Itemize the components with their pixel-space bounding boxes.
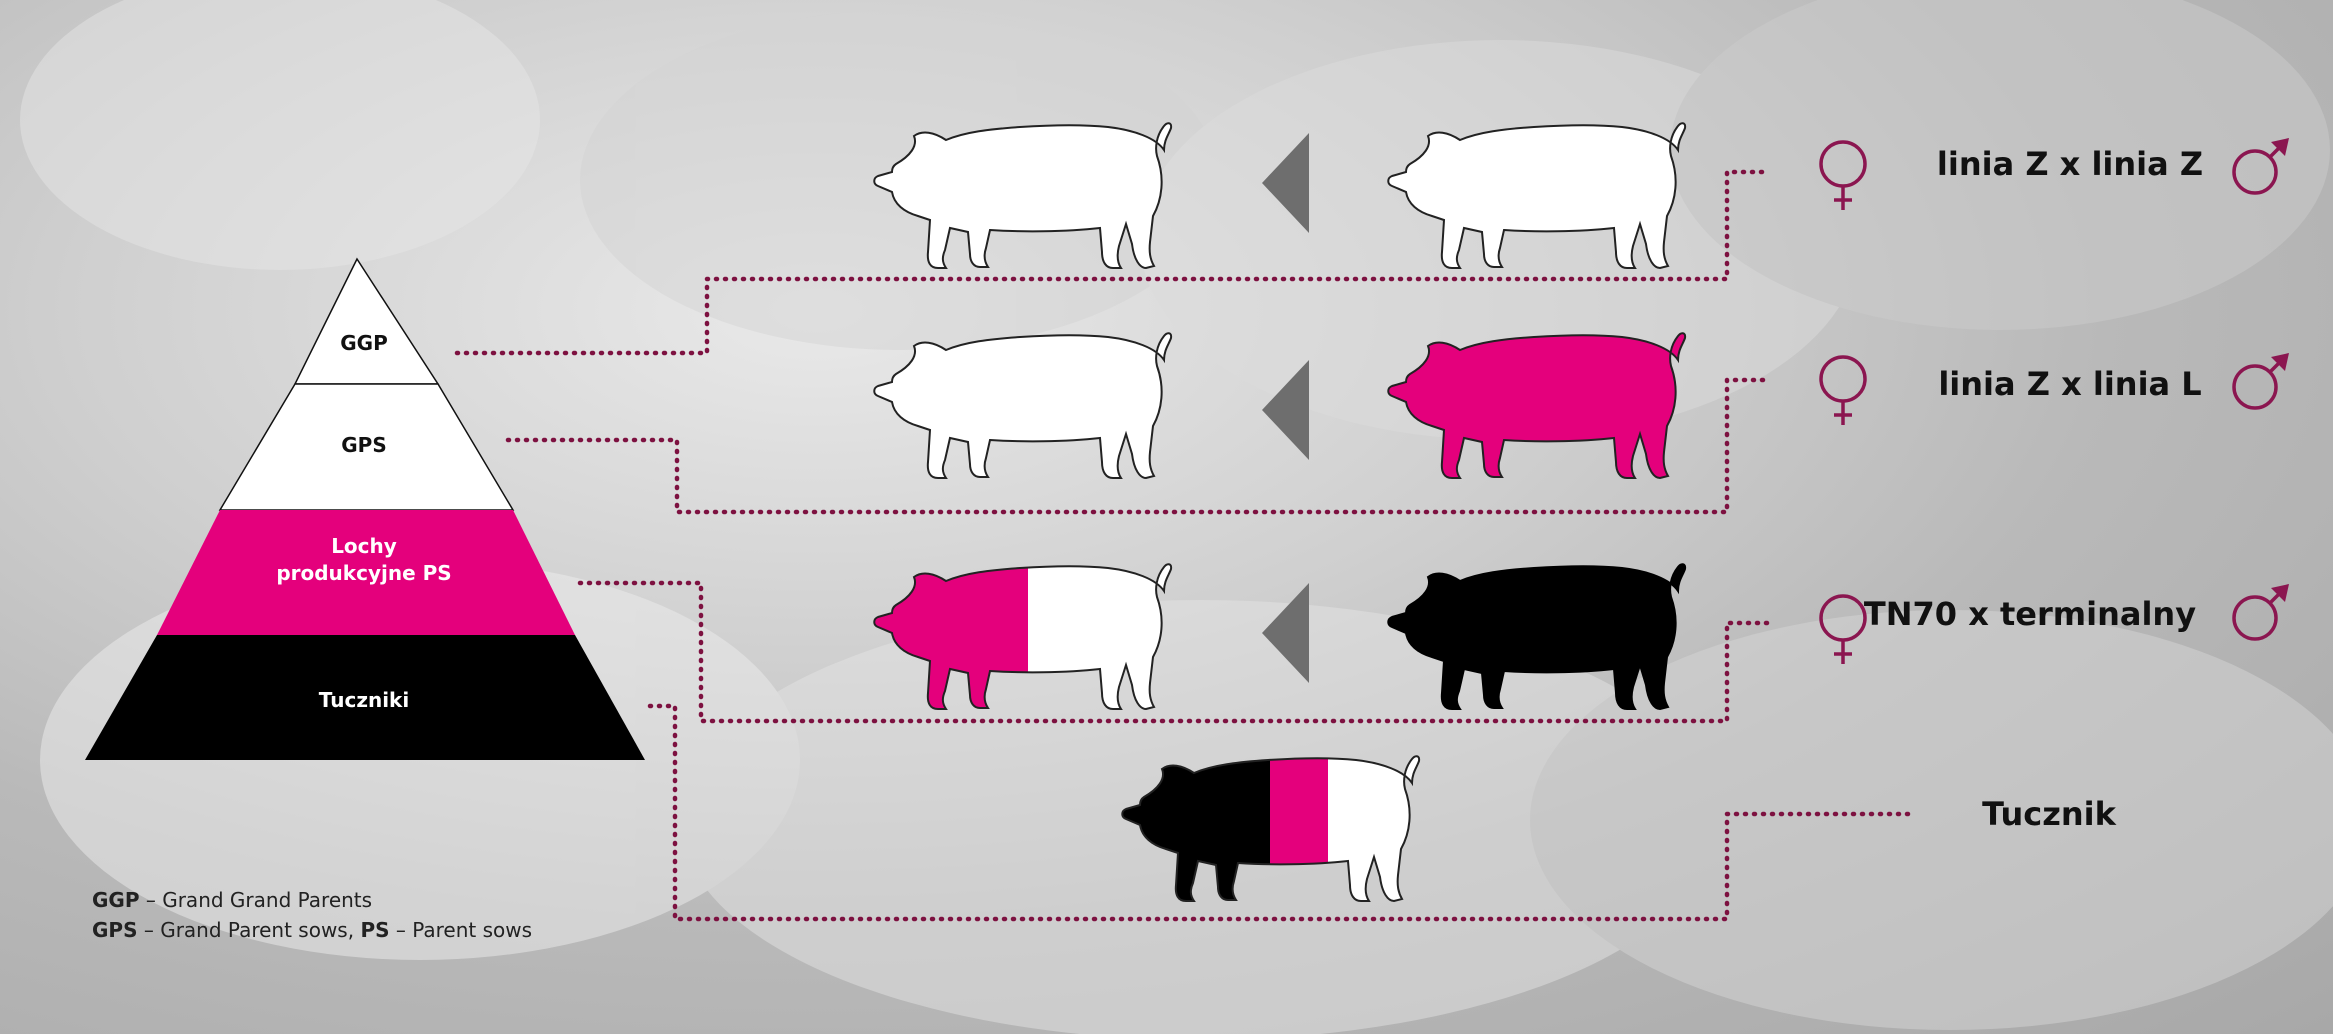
legend-line-1: GGP – Grand Grand Parents: [92, 885, 532, 915]
pig-icon-gps-female: [874, 333, 1171, 478]
pyramid-label-gps: GPS: [341, 433, 386, 457]
pyramid-label-ggp: GGP: [340, 331, 388, 355]
breeding-pyramid: GGP GPS Lochy produkcyjne PS Tuczniki: [85, 259, 645, 760]
legend-abbr-gps: GPS: [92, 918, 137, 942]
pig-icon-gps-male: [1388, 333, 1685, 478]
legend-abbr-ggp: GGP: [92, 888, 140, 912]
pyramid-label-ps-line2: produkcyjne PS: [276, 561, 451, 585]
pyramid-label-tuczniki: Tuczniki: [319, 688, 409, 712]
legend-text-ps: – Parent sows: [390, 918, 533, 942]
abbreviation-legend: GGP – Grand Grand Parents GPS – Grand Pa…: [92, 885, 532, 945]
legend-text-ggp: – Grand Grand Parents: [140, 888, 373, 912]
male-symbol-icon: [2234, 353, 2289, 408]
female-symbol-icon: [1821, 357, 1865, 425]
male-symbol-icon: [2234, 584, 2289, 639]
legend-text-gps: – Grand Parent sows,: [137, 918, 360, 942]
cross-label-row3: TN70 x terminalny: [1864, 595, 2196, 633]
legend-abbr-ps: PS: [360, 918, 389, 942]
pyramid-level-ggp: [295, 259, 438, 384]
cross-label-row1: linia Z x linia Z: [1937, 145, 2203, 183]
cross-label-row2: linia Z x linia L: [1938, 365, 2201, 403]
offspring-label: Tucznik: [1982, 795, 2116, 833]
pyramid-label-ps-line1: Lochy: [331, 534, 397, 558]
legend-line-2: GPS – Grand Parent sows, PS – Parent sow…: [92, 915, 532, 945]
